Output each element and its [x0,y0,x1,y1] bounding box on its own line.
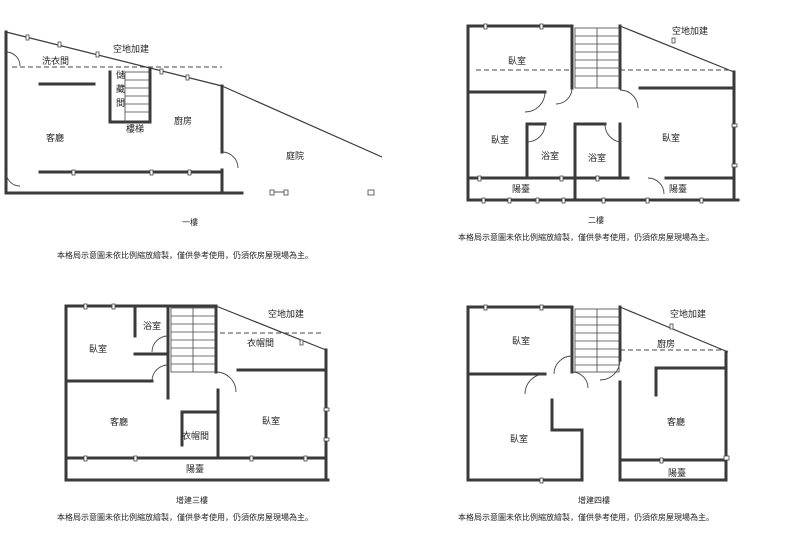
room-label-bath: 浴室 [143,320,161,332]
room-label-kitchen: 廚房 [174,115,192,127]
room-label-bedroom-top: 臥室 [512,335,530,347]
plan-floor-4: 臥室 空地加建 廚房 客廳 臥室 陽臺 增建四樓 本格局示意圖未依比例縮放繪製，… [458,304,730,522]
room-label-closet-2: 衣帽間 [182,430,209,442]
plan-floor-2: 臥室 空地加建 臥室 浴室 浴室 臥室 陽臺 陽臺 二樓 本格局示意圖未依比例縮… [458,23,740,242]
room-label-living: 客廳 [110,416,128,428]
plan-disclaimer: 本格局示意圖未依比例縮放繪製，僅供參考使用，仍須依房屋現場為主。 [458,232,714,242]
room-label-storage-char-2: 藏 [116,83,125,95]
room-label-storage: 儲 [116,69,125,81]
plan-disclaimer: 本格局示意圖未依比例縮放繪製，僅供參考使用，仍須依房屋現場為主。 [57,512,313,522]
room-label-living: 客廳 [46,132,64,144]
room-label-addition: 空地加建 [113,43,149,55]
room-label-addition: 空地加建 [670,308,706,320]
room-label-addition: 空地加建 [268,308,304,320]
room-label-balcony-left: 陽臺 [512,183,530,195]
room-label-storage-char-3: 間 [116,98,125,109]
plan-floor-3: 浴室 空地加建 臥室 衣帽間 客廳 衣帽間 臥室 陽臺 增建三樓 本格局示意圖未… [57,303,330,522]
room-label-stairs: 樓梯 [126,123,144,135]
plan-caption: 一樓 [182,217,198,227]
room-label-balcony: 陽臺 [668,467,686,479]
room-label-bath-1: 浴室 [541,150,559,162]
plan-caption: 增建四樓 [578,495,610,505]
room-label-bedroom-mid-left: 臥室 [491,134,509,146]
room-label-yard: 庭院 [286,150,304,162]
room-label-bath-2: 浴室 [588,152,606,164]
room-label-bedroom-right: 臥室 [262,415,280,427]
room-label-bedroom-top-left: 臥室 [508,55,526,67]
room-label-bedroom-left: 臥室 [89,343,107,355]
room-label-kitchen: 廚房 [657,338,675,350]
room-label-bedroom-right: 臥室 [662,132,680,144]
room-label-living: 客廳 [667,416,685,428]
room-label-bedroom-bottom: 臥室 [510,433,528,445]
plan-disclaimer: 本格局示意圖未依比例縮放繪製，僅供參考使用，仍須依房屋現場為主。 [57,250,313,260]
room-label-addition: 空地加建 [672,25,708,37]
room-label-balcony-right: 陽臺 [669,183,687,195]
room-label-balcony: 陽臺 [186,463,204,475]
room-label-closet-1: 衣帽間 [247,337,274,349]
plan-caption: 增建三樓 [176,495,208,505]
room-label-storage-1: 儲 [116,69,125,81]
plan-caption: 二樓 [588,215,604,225]
plan-floor-1: 洗衣間 空地加建 儲 藏 間 樓梯 廚房 客廳 庭院 一樓 本格局示意圖未依比例… [4,30,383,260]
room-label-laundry: 洗衣間 [42,55,69,67]
plan-disclaimer: 本格局示意圖未依比例縮放繪製，僅供參考使用，仍須依房屋現場為主。 [458,512,714,522]
